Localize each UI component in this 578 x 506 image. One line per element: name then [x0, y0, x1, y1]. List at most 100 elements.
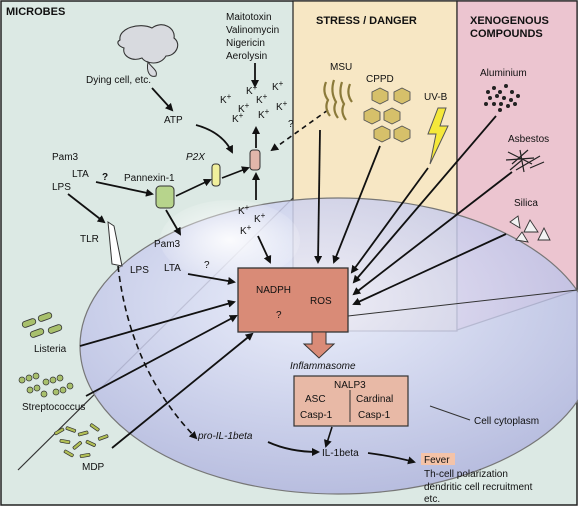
effect-etc: etc.	[424, 494, 440, 505]
tlr-dashed-path	[117, 265, 198, 440]
svg-text:K+: K+	[272, 79, 284, 93]
cytoplasm-pointer	[429, 405, 471, 421]
pannexin-channel-icon	[155, 185, 175, 209]
k-ion: K	[220, 95, 227, 106]
fever-label: Fever	[424, 455, 450, 466]
effect-th-cell: Th-cell polarization	[424, 469, 508, 480]
arrow-aluminium-nadph	[352, 115, 497, 284]
silica-crystals-icon	[509, 215, 551, 243]
dying-cell-fragment	[147, 60, 157, 77]
arrow-proil-il	[267, 441, 320, 456]
listeria-icon	[21, 312, 63, 338]
arrow-strep-nadph	[85, 315, 238, 397]
arrow-msu-channel-dashed	[270, 109, 329, 152]
dying-cell-label: Dying cell, etc.	[86, 75, 151, 86]
arrow-pannexin-inner	[165, 209, 182, 236]
toxin-nigericin: Nigericin	[226, 38, 265, 49]
pro-il1beta-label: pro-IL-1beta	[197, 431, 253, 442]
arrow-dyingcell-atp	[151, 87, 174, 112]
p2x-label: P2X	[186, 152, 205, 163]
aluminium-particles-icon	[484, 84, 520, 112]
question-msu: ?	[288, 119, 294, 130]
arrow-il-fever	[367, 452, 416, 465]
arrow-inflammasome-il	[323, 426, 333, 448]
msu-crystals-icon	[323, 79, 353, 121]
cell-boundary-line	[347, 289, 578, 317]
asc-label: ASC	[305, 394, 326, 405]
atp-label: ATP	[164, 115, 183, 126]
casp1-left-label: Casp-1	[300, 410, 333, 421]
cppd-crystals-icon	[363, 87, 411, 143]
streptococcus-label: Streptococcus	[22, 402, 85, 413]
arrow-silica-nadph	[352, 233, 507, 306]
arrow-mdp-nadph	[111, 332, 254, 449]
tlr-label: TLR	[80, 234, 99, 245]
lta-top: LTA	[72, 169, 89, 180]
svg-text:K+: K+	[238, 203, 250, 217]
k-ion: K	[246, 86, 253, 97]
nalp3-label: NALP3	[334, 380, 366, 391]
svg-text:K+: K+	[246, 83, 258, 97]
arrow-ros-inflammasome	[302, 331, 336, 359]
aluminium-label: Aluminium	[480, 68, 527, 79]
arrow-k-nadph	[257, 235, 272, 264]
listeria-label: Listeria	[34, 344, 67, 355]
tlr-receptor-icon	[107, 221, 123, 267]
mdp-icon	[54, 423, 109, 459]
potassium-ions-inner: K+ K+ K+	[238, 203, 266, 237]
k-ion: K	[272, 82, 279, 93]
arrow-cppd-nadph	[332, 145, 381, 264]
compounds-title: COMPOUNDS	[470, 28, 543, 40]
cppd-label: CPPD	[366, 74, 394, 85]
arrow-lta-nadph	[187, 273, 236, 285]
svg-text:K+: K+	[258, 107, 270, 121]
arrow-asbestos-nadph	[352, 171, 513, 296]
pam3-top: Pam3	[52, 152, 79, 163]
arrow-lps-tlr	[67, 193, 106, 224]
nadph-label: NADPH	[256, 285, 291, 296]
xenogenous-title: XENOGENOUS	[470, 15, 549, 27]
asbestos-fibers-icon	[505, 149, 545, 173]
uvb-label: UV-B	[424, 92, 448, 103]
potassium-ions-top: K+ K+ K+ K+ K+ K+ K+ K+	[220, 79, 288, 125]
effect-dendritic: dendritic cell recruitment	[424, 482, 533, 493]
arrow-msu-nadph	[314, 129, 323, 264]
fever-highlight	[421, 453, 455, 465]
il1beta-label: IL-1beta	[322, 448, 359, 459]
lps-top: LPS	[52, 182, 71, 193]
k-ion: K	[258, 110, 265, 121]
arrow-lta-pannexin	[95, 181, 154, 197]
mdp-label: MDP	[82, 462, 105, 473]
uvb-lightning-icon	[427, 107, 449, 165]
lta-inner: LTA	[164, 263, 181, 274]
microbes-title: MICROBES	[6, 6, 65, 18]
k-ion: K	[276, 102, 283, 113]
silica-label: Silica	[514, 198, 538, 209]
svg-text:K+: K+	[232, 111, 244, 125]
nadph-question: ?	[276, 310, 282, 321]
svg-text:K+: K+	[238, 101, 250, 115]
svg-text:K+: K+	[254, 211, 266, 225]
question-pannexin: ?	[102, 172, 108, 183]
nadph-ros-box	[237, 267, 349, 333]
arrow-pannexin-p2x	[175, 178, 212, 197]
streptococcus-icon	[18, 372, 74, 398]
toxin-aerolysin: Aerolysin	[226, 51, 267, 62]
question-inner: ?	[204, 260, 210, 271]
inflammasome-box	[293, 375, 409, 427]
arrow-atp-p2x	[195, 124, 233, 154]
pam3-inner: Pam3	[154, 239, 181, 250]
svg-text:K+: K+	[220, 92, 232, 106]
asbestos-label: Asbestos	[508, 134, 549, 145]
toxin-maitotoxin: Maitotoxin	[226, 12, 272, 23]
svg-text:K+: K+	[276, 99, 288, 113]
k-ion: K	[256, 95, 263, 106]
cell-cytoplasm-label: Cell cytoplasm	[474, 416, 539, 427]
ros-label: ROS	[310, 296, 332, 307]
k-ion: K	[232, 114, 239, 125]
lps-inner: LPS	[130, 265, 149, 276]
p2x-channel-icon	[211, 163, 221, 187]
arrow-p2x-k	[221, 166, 250, 179]
